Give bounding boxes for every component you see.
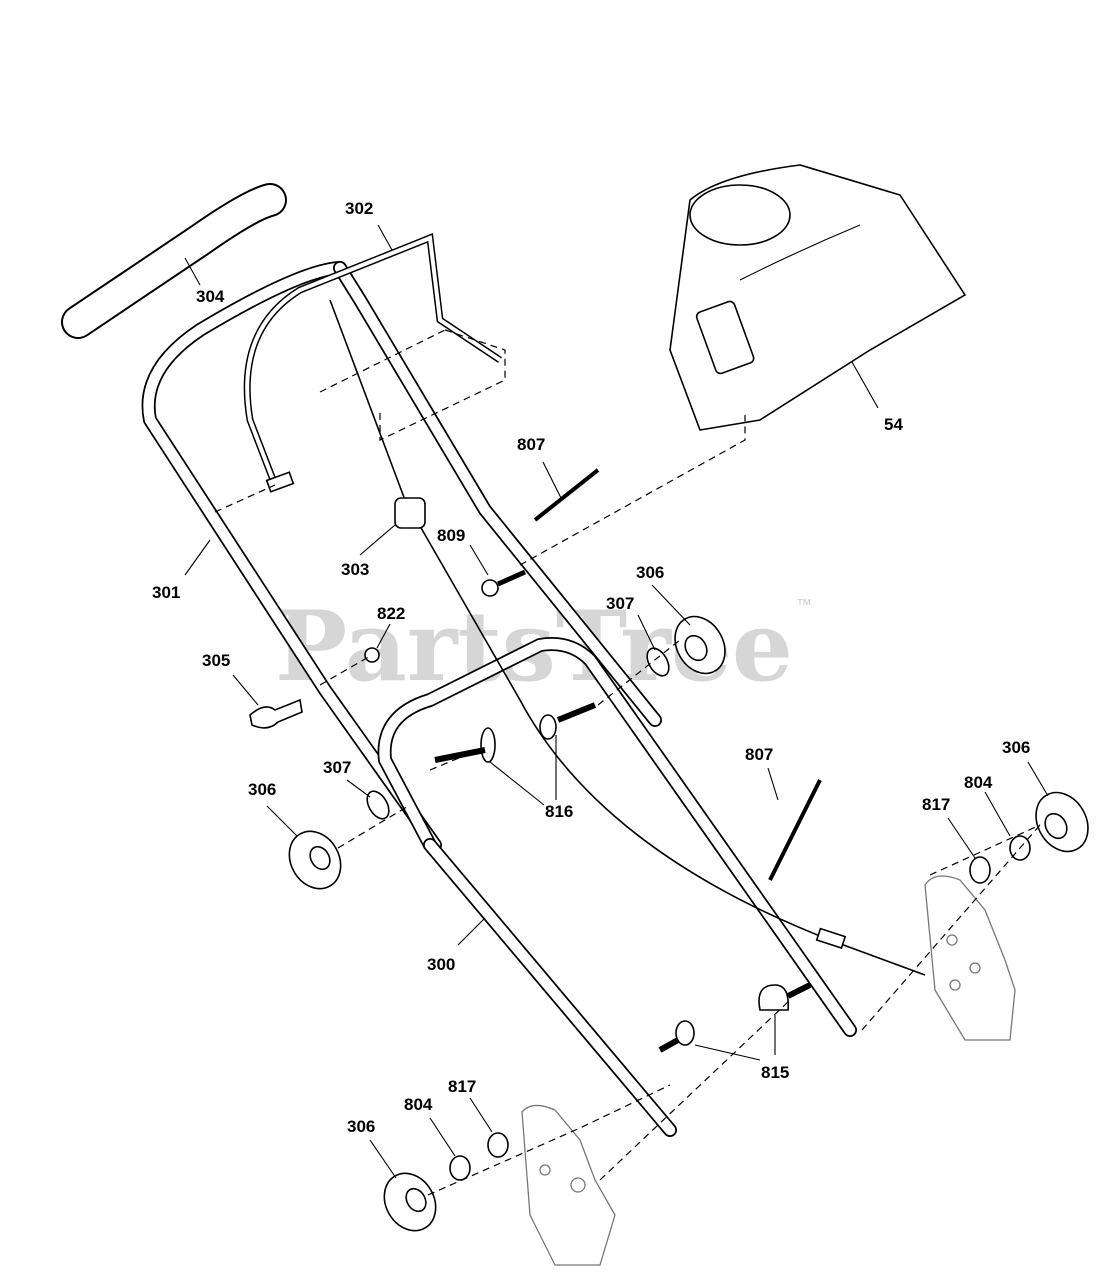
label-303: 303 xyxy=(341,560,369,579)
part-809-screw[interactable] xyxy=(481,569,527,597)
label-307-lower: 307 xyxy=(323,758,351,777)
part-817-washer-right[interactable] xyxy=(969,856,991,884)
part-306-knob-bottom[interactable] xyxy=(374,1164,446,1240)
label-807-lower: 807 xyxy=(745,745,773,764)
label-809: 809 xyxy=(437,526,465,545)
label-306-upper: 306 xyxy=(636,563,664,582)
part-306-knob-left[interactable] xyxy=(279,822,351,898)
part-817-washer-bottom[interactable] xyxy=(487,1132,509,1158)
part-306-knob-right[interactable] xyxy=(1026,783,1099,861)
part-804-washer-bottom[interactable] xyxy=(449,1155,471,1181)
control-cable xyxy=(329,299,926,976)
label-306-right: 306 xyxy=(1002,738,1030,757)
watermark-trademark: ™ xyxy=(796,597,812,614)
part-305-carriage-bolt[interactable] xyxy=(249,698,303,729)
part-815-bolt-mushroom[interactable] xyxy=(758,982,812,1011)
cable-connector xyxy=(815,927,847,950)
part-306-knob-upper[interactable] xyxy=(665,608,735,683)
handle-bracket-left xyxy=(521,1104,616,1266)
label-301: 301 xyxy=(152,583,180,602)
part-816-bolt-short[interactable] xyxy=(539,702,597,740)
label-804-bottom: 804 xyxy=(404,1095,433,1114)
part-301-upper-handle[interactable] xyxy=(141,261,662,852)
label-817-right: 817 xyxy=(922,795,950,814)
label-54: 54 xyxy=(884,415,903,434)
label-300: 300 xyxy=(427,955,455,974)
label-807-upper: 807 xyxy=(517,435,545,454)
part-807-cable-tie-upper[interactable] xyxy=(533,468,600,522)
part-307-washer-lower[interactable] xyxy=(363,788,394,823)
part-300-lower-handle[interactable] xyxy=(377,637,857,1137)
part-302-bail-lever[interactable] xyxy=(243,233,502,493)
label-815: 815 xyxy=(761,1063,789,1082)
label-804-right: 804 xyxy=(964,773,993,792)
label-822: 822 xyxy=(377,604,405,623)
label-816: 816 xyxy=(545,802,573,821)
part-304-grip[interactable] xyxy=(61,183,287,339)
label-306-left: 306 xyxy=(248,780,276,799)
part-labels: 304 302 54 807 301 303 809 306 307 822 3… xyxy=(152,199,1030,1136)
handle-bracket-right xyxy=(924,875,1016,1041)
part-303-bushing[interactable] xyxy=(394,497,426,529)
assembly-lines xyxy=(214,329,1041,1196)
part-54-engine-cover[interactable] xyxy=(669,164,967,431)
part-815-bolt-lower[interactable] xyxy=(658,1020,695,1053)
leader-lines xyxy=(184,224,1049,1179)
part-307-washer-upper[interactable] xyxy=(643,645,674,680)
label-817-bottom: 817 xyxy=(448,1077,476,1096)
label-306-bottom: 306 xyxy=(347,1117,375,1136)
label-305: 305 xyxy=(202,651,230,670)
label-304: 304 xyxy=(196,287,225,306)
part-816-bolt-long[interactable] xyxy=(434,727,496,763)
part-807-cable-tie-lower[interactable] xyxy=(768,779,822,881)
label-302: 302 xyxy=(345,199,373,218)
label-307-upper: 307 xyxy=(606,594,634,613)
